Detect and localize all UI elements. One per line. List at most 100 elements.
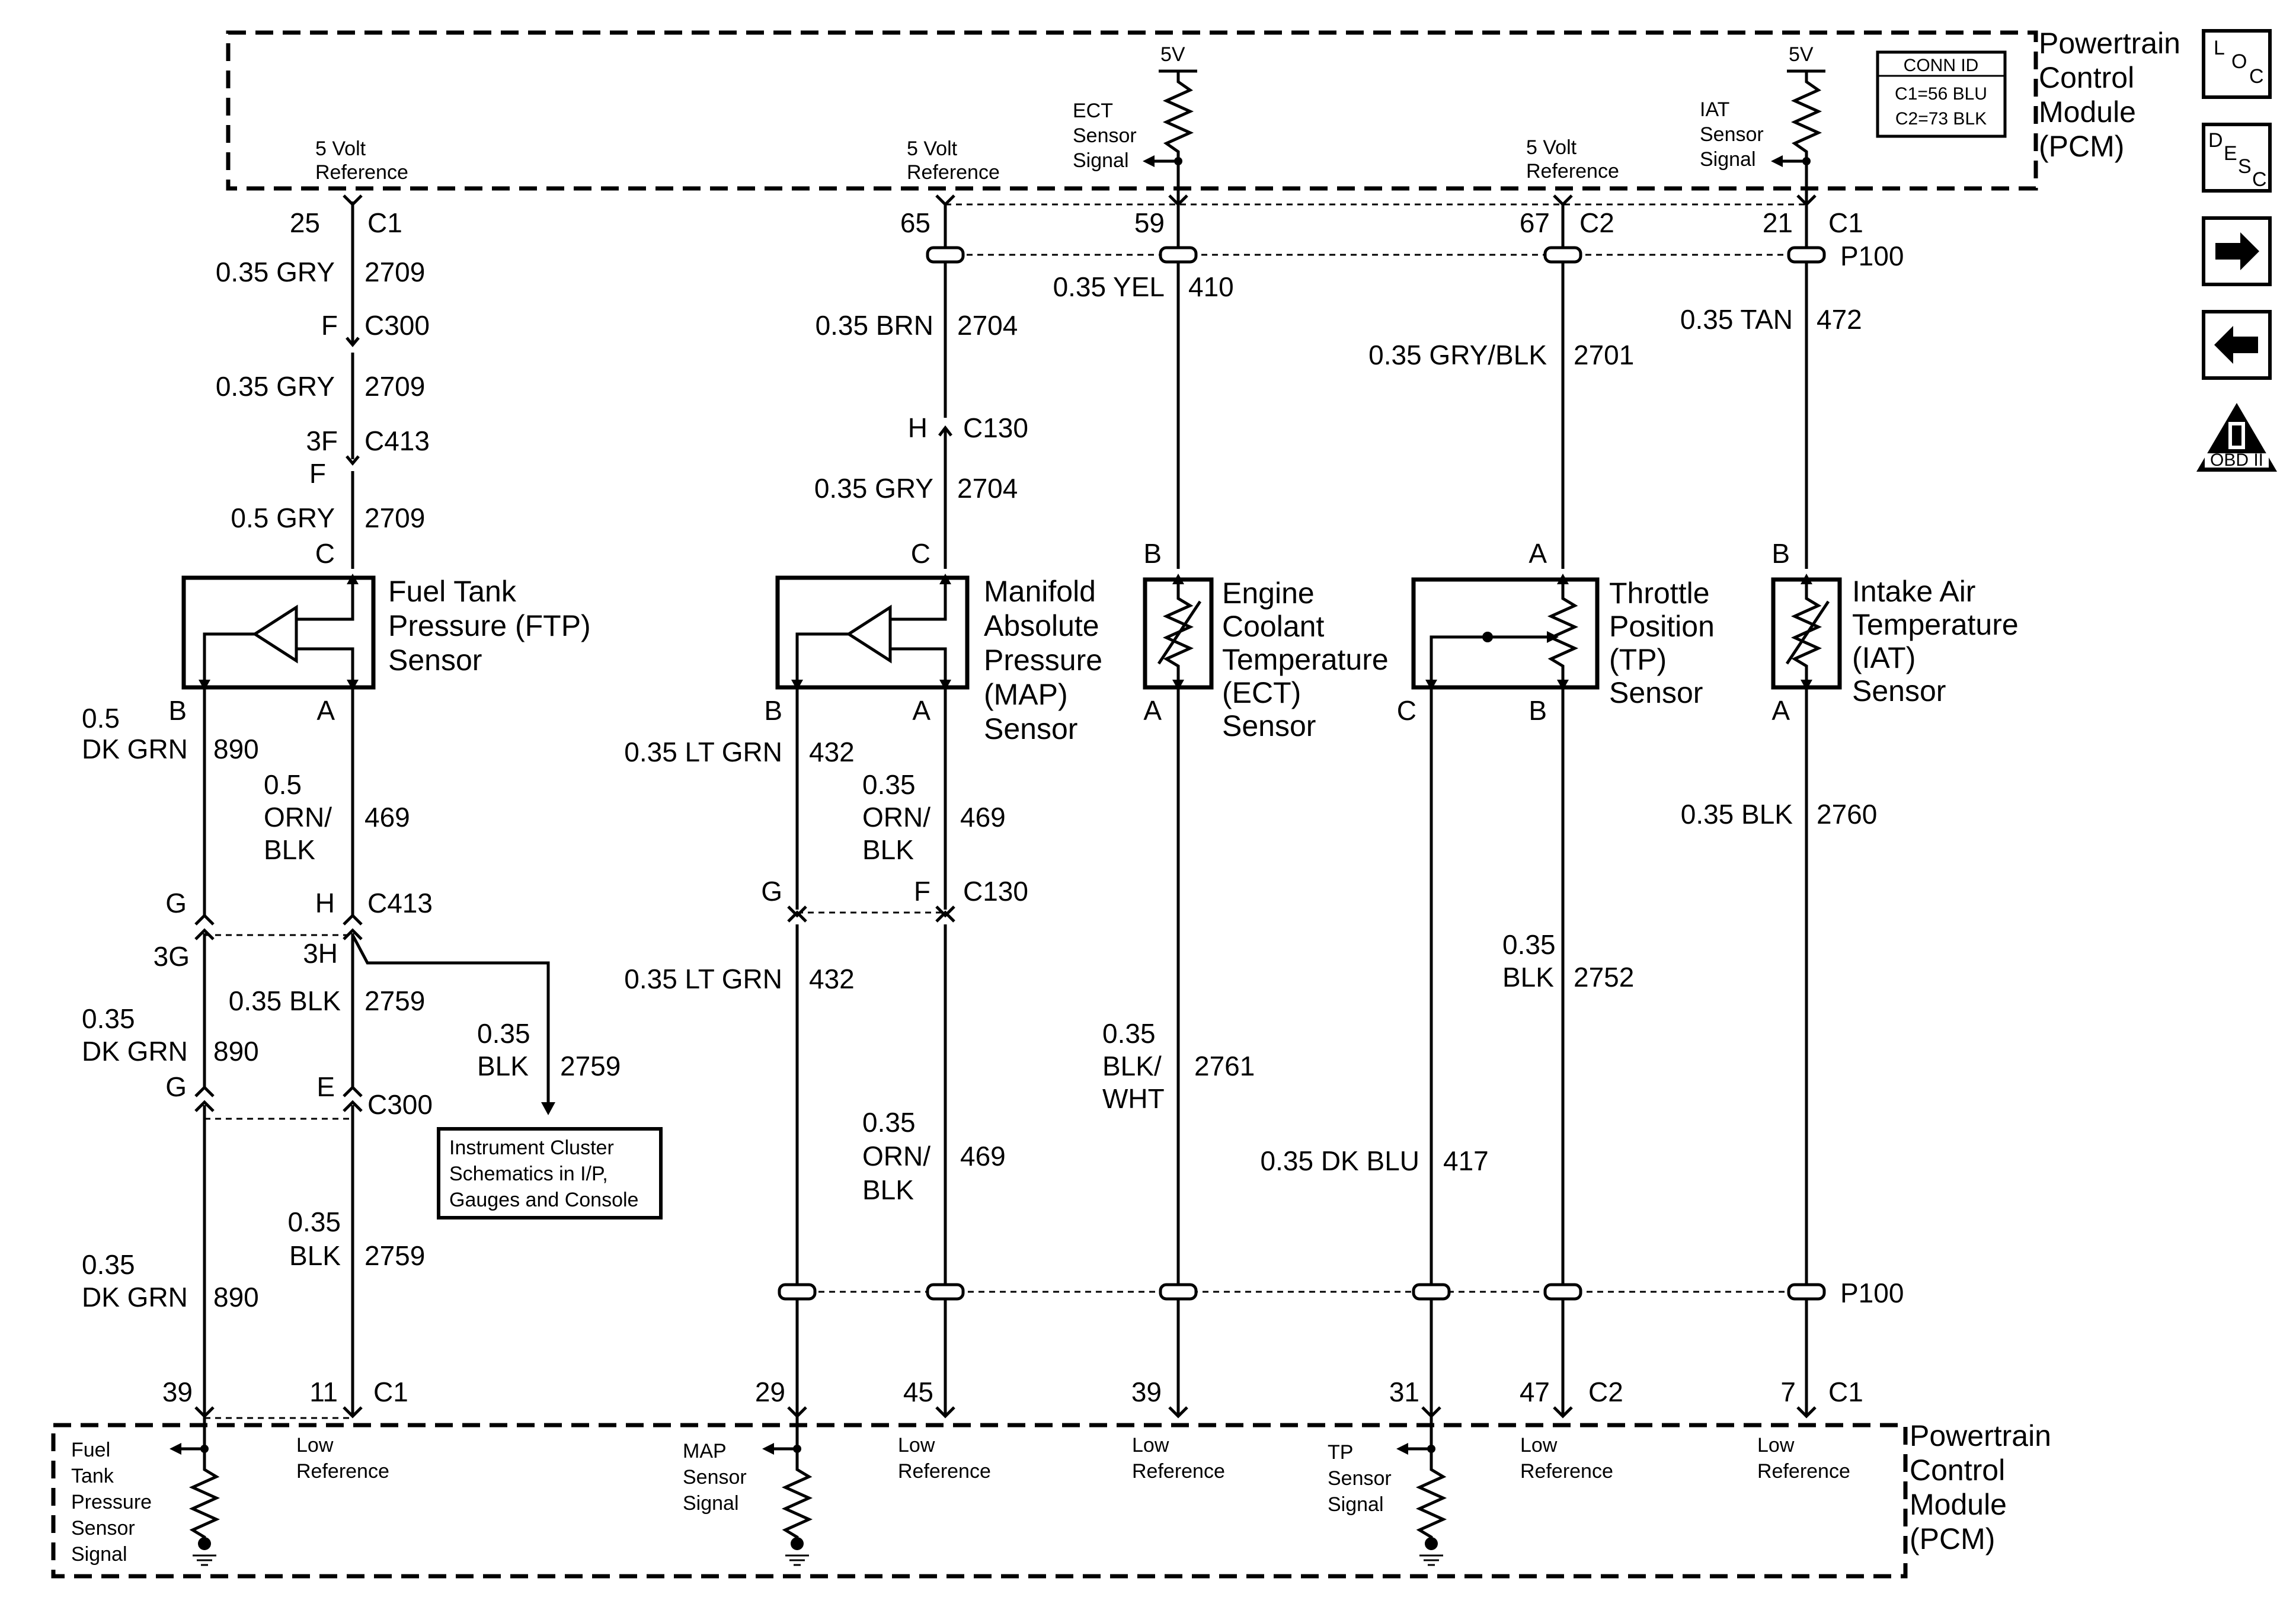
svg-text:Pressure: Pressure: [984, 644, 1102, 677]
svg-text:Reference: Reference: [296, 1460, 389, 1483]
label-p7c: C1: [1828, 1377, 1863, 1407]
svg-text:Sensor: Sensor: [1222, 709, 1316, 742]
label-p39b: 39: [1131, 1377, 1162, 1407]
svg-text:Reference: Reference: [898, 1460, 991, 1483]
pcm-map-pulldown-resistor: [762, 1433, 813, 1566]
iat-sensor-label: Intake Air Temperature (IAT) Sensor: [1852, 575, 2019, 708]
tp-wires: [1421, 194, 1573, 1433]
label-p31: 31: [1389, 1377, 1419, 1407]
label-w13n: 432: [809, 737, 855, 767]
ect-wires: [1168, 188, 1188, 1419]
pcm-map-ref-label: 5 Volt Reference: [907, 137, 1000, 184]
label-w16b: ORN/: [862, 1141, 930, 1172]
label-w20n: 2752: [1574, 962, 1634, 993]
label-iatA: A: [1771, 695, 1790, 726]
svg-text:Tank: Tank: [71, 1465, 114, 1487]
label-c67c: C2: [1579, 207, 1614, 238]
conn-id-c2: C2=73 BLK: [1895, 109, 1987, 129]
p100-bottom-connector: [778, 1283, 1826, 1301]
label-w12n: 2704: [957, 473, 1018, 504]
label-w11n: 2704: [957, 310, 1018, 341]
label-w5n: 469: [364, 802, 410, 833]
label-w4n: 890: [213, 734, 259, 764]
label-w15: 0.35 LT GRN: [624, 964, 782, 994]
pcm-bottom-boundary: [51, 1423, 1908, 1579]
prev-arrow-icon[interactable]: [2202, 310, 2272, 380]
label-ftpB: B: [168, 695, 187, 726]
label-w17: 0.35 YEL: [1053, 271, 1165, 302]
label-w3n: 2709: [364, 502, 425, 533]
label-w12: 0.35 GRY: [814, 473, 933, 504]
svg-text:Low: Low: [1757, 1434, 1795, 1457]
map-sensor-label: Manifold Absolute Pressure (MAP) Sensor: [984, 575, 1102, 745]
label-mapB: B: [764, 695, 782, 726]
svg-text:Sensor: Sensor: [984, 712, 1077, 745]
pcm-tp-pulldown-resistor: [1396, 1433, 1447, 1566]
label-w20a: 0.35: [1502, 929, 1556, 960]
loc-icon[interactable]: L O C: [2202, 29, 2272, 99]
label-p29: 29: [755, 1377, 785, 1407]
label-w8a: 0.35: [477, 1018, 530, 1049]
svg-text:5 Volt: 5 Volt: [1526, 136, 1577, 159]
svg-text:D: D: [2208, 129, 2223, 152]
label-ectB: B: [1143, 538, 1162, 569]
pcm-ftp-ref-label: 5 Volt Reference: [315, 137, 408, 184]
svg-text:Signal: Signal: [71, 1543, 127, 1566]
pcm-bottom-title: Powertrain Control Module (PCM): [1910, 1419, 2051, 1555]
tp-sensor-symbol: [1411, 574, 1600, 690]
label-w20b: BLK: [1502, 962, 1554, 993]
label-w23n: 2760: [1817, 799, 1877, 830]
svg-text:S: S: [2238, 155, 2252, 178]
svg-text:MAP: MAP: [683, 1440, 727, 1462]
label-w5a: 0.5: [264, 769, 302, 800]
svg-text:Reference: Reference: [1132, 1460, 1225, 1483]
pcm-top-boundary: [226, 30, 2038, 191]
svg-text:E: E: [2224, 142, 2237, 165]
label-g1: G: [165, 888, 187, 918]
label-w8b: BLK: [477, 1051, 529, 1081]
label-c21: 21: [1763, 207, 1793, 238]
svg-text:Sensor: Sensor: [71, 1517, 135, 1539]
label-w14b: ORN/: [862, 802, 930, 833]
label-c300f: F: [321, 310, 338, 341]
label-p47: 47: [1520, 1377, 1550, 1407]
svg-text:Fuel Tank: Fuel Tank: [388, 575, 517, 608]
label-w6n: 890: [213, 1036, 259, 1067]
svg-text:Manifold: Manifold: [984, 575, 1096, 608]
label-p45: 45: [903, 1377, 933, 1407]
conn-id-title: CONN ID: [1904, 56, 1979, 75]
label-c413p: 3F: [306, 425, 338, 456]
label-w16a: 0.35: [862, 1107, 916, 1138]
label-c413f: F: [309, 458, 326, 489]
label-mf: F: [914, 876, 930, 907]
label-w9n: 2759: [364, 1240, 425, 1271]
svg-text:IAT: IAT: [1700, 98, 1729, 121]
svg-text:Signal: Signal: [1700, 148, 1756, 171]
svg-text:Low: Low: [898, 1434, 935, 1457]
label-tpC: C: [1397, 695, 1416, 726]
label-ftpA: A: [316, 695, 335, 726]
label-p39: 39: [162, 1377, 193, 1407]
label-mapA: A: [912, 695, 930, 726]
desc-icon[interactable]: D E S C: [2202, 123, 2272, 193]
svg-text:Signal: Signal: [1073, 149, 1129, 172]
label-w9a: 0.35: [287, 1206, 341, 1237]
next-arrow-icon[interactable]: [2202, 216, 2272, 286]
iat-wires: [1796, 188, 1817, 1419]
obd-ii-icon[interactable]: OBD II: [2196, 403, 2277, 472]
label-mapC: C: [911, 538, 930, 569]
svg-text:Position: Position: [1609, 610, 1715, 643]
label-h3: 3H: [303, 938, 338, 969]
label-w22n: 472: [1817, 304, 1862, 335]
svg-text:C: C: [2249, 65, 2264, 88]
label-c130b: C130: [963, 876, 1028, 907]
label-w16n: 469: [960, 1141, 1006, 1172]
label-h1: H: [315, 888, 335, 918]
svg-text:L: L: [2214, 37, 2225, 59]
label-c130: C130: [963, 412, 1028, 443]
map-sensor-symbol: [775, 574, 970, 690]
label-w2n: 2709: [364, 371, 425, 402]
svg-text:Sensor: Sensor: [683, 1466, 747, 1489]
ect-sensor-symbol: [1143, 574, 1214, 690]
conn-id-c1: C1=56 BLU: [1895, 84, 1987, 104]
